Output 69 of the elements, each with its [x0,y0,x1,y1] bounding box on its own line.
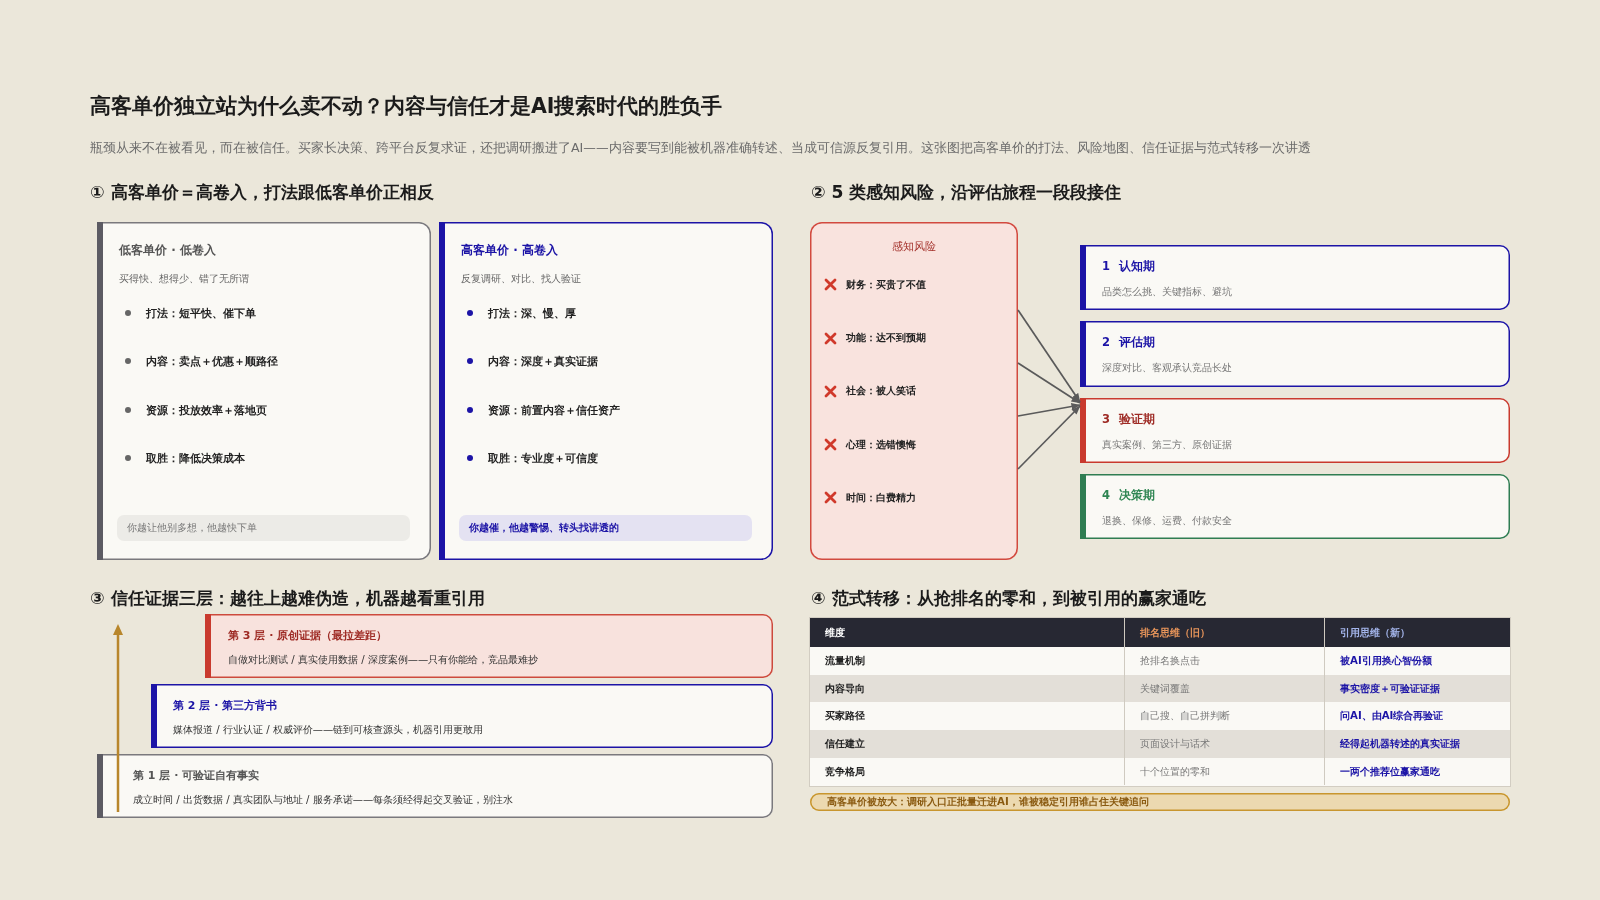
stage-title: 评估期 [1119,334,1155,350]
risk-item: 功能：达不到预期 [846,331,926,345]
table-cell: 信任建立 [810,730,1125,758]
comparison-card [97,222,431,560]
stage-description: 品类怎么挑、关键指标、避坑 [1102,285,1232,299]
arrow [1017,362,1081,404]
bullet-text: 内容：卖点＋优惠＋顺路径 [146,354,278,368]
risk-item: 时间：白费精力 [846,490,916,505]
arrow [1017,309,1081,403]
subtitle: 瓶颈从来不在被看见，而在被信任。买家长决策、跨平台反复求证，还把调研搬进了AI——内容要写到能被机器准确转述、当成可信源反复引用。这张图把高客单价的打法、风险地图、信任证据与范式转移一次讲透 [90,138,1311,156]
layer-title: 第 2 层 · 第三方背书 [173,697,278,713]
stage-title: 验证期 [1119,411,1155,427]
layer-description: 成立时间 / 出货数据 / 真实团队与地址 / 服务承诺——每条须经得起交叉验证，别注水 [133,793,514,807]
table-header-cell: 引用思维（新） [1325,618,1510,647]
bullet-text: 打法：短平快、催下单 [146,305,256,320]
bullet-text: 资源：前置内容＋信任资产 [488,402,620,417]
section-heading: ② 5 类感知风险，沿评估旅程一段段接住 [811,180,1122,204]
stage-box [1080,245,1510,310]
bullet-text: 打法：深、慢、厚 [488,305,576,320]
table-header-cell: 排名思维（旧） [1125,618,1325,647]
bullet-text: 取胜：专业度＋可信度 [488,451,598,465]
stage-description: 深度对比、客观承认竞品长处 [1102,361,1232,375]
table-header-cell: 维度 [810,618,1125,647]
stage-title: 决策期 [1119,487,1155,503]
card-title: 高客单价 · 高卷入 [461,242,558,258]
note-text: 你越让他别多想，他越快下单 [127,521,257,535]
stage-box [1080,321,1510,387]
section-heading: ③ 信任证据三层：越往上越难伪造，机器越看重引用 [90,586,485,610]
panel-title: 感知风险 [892,238,936,254]
layer-description: 媒体报道 / 行业认证 / 权威评价——链到可核查源头，机器引用更敢用 [173,723,484,737]
banner-text: 高客单价被放大：调研入口正批量迁进AI，谁被稳定引用谁占住关键追问 [827,795,1149,809]
stage-box [1080,398,1510,463]
card-title: 低客单价 · 低卷入 [119,242,216,258]
risk-panel [810,222,1018,560]
stage-number: 4 [1102,487,1110,503]
bullet-text: 资源：投放效率＋落地页 [146,402,267,417]
section-heading: ① 高客单价＝高卷入，打法跟低客单价正相反 [90,180,434,204]
card-subtitle: 反复调研、对比、找人验证 [461,272,581,286]
layer-title: 第 1 层 · 可验证自有事实 [133,767,260,783]
risk-item: 社会：被人笑话 [846,384,916,399]
table-cell: 事实密度＋可验证证据 [1325,674,1510,703]
arrow [1017,402,1081,417]
stage-description: 真实案例、第三方、原创证据 [1102,438,1232,452]
stage-number: 1 [1102,258,1110,274]
risk-item: 心理：选错懊悔 [846,437,916,452]
section-heading: ④ 范式转移：从抢排名的零和，到被引用的赢家通吃 [811,586,1206,610]
stage-number: 3 [1102,411,1110,427]
layer-box [205,614,773,678]
table-cell: 内容导向 [810,674,1125,703]
table-cell: 经得起机器转述的真实证据 [1325,730,1510,758]
card-subtitle: 买得快、想得少、错了无所谓 [119,272,249,286]
layer-box [97,754,773,818]
table-cell: 页面设计与话术 [1125,730,1325,758]
title: 高客单价独立站为什么卖不动？内容与信任才是AI搜索时代的胜负手 [90,93,723,120]
bullet-text: 取胜：降低决策成本 [146,451,245,465]
layer-title: 第 3 层 · 原创证据（最拉差距） [228,627,388,643]
stage-title: 认知期 [1119,258,1155,274]
note-banner [810,793,1510,811]
stage-number: 2 [1102,334,1110,350]
note-text: 你越催，他越警惕、转头找讲透的 [469,521,619,535]
table-cell: 关键词覆盖 [1125,674,1325,703]
layer-description: 自做对比测试 / 真实使用数据 / 深度案例——只有你能给，竞品最难抄 [228,653,539,667]
arrow [1017,405,1081,470]
stage-box [1080,474,1510,539]
bullet-text: 内容：深度＋真实证据 [488,354,598,368]
stage-description: 退换、保修、运费、付款安全 [1102,514,1232,528]
layer-box [151,684,773,748]
comparison-card [439,222,773,560]
risk-item: 财务：买贵了不值 [846,277,926,292]
